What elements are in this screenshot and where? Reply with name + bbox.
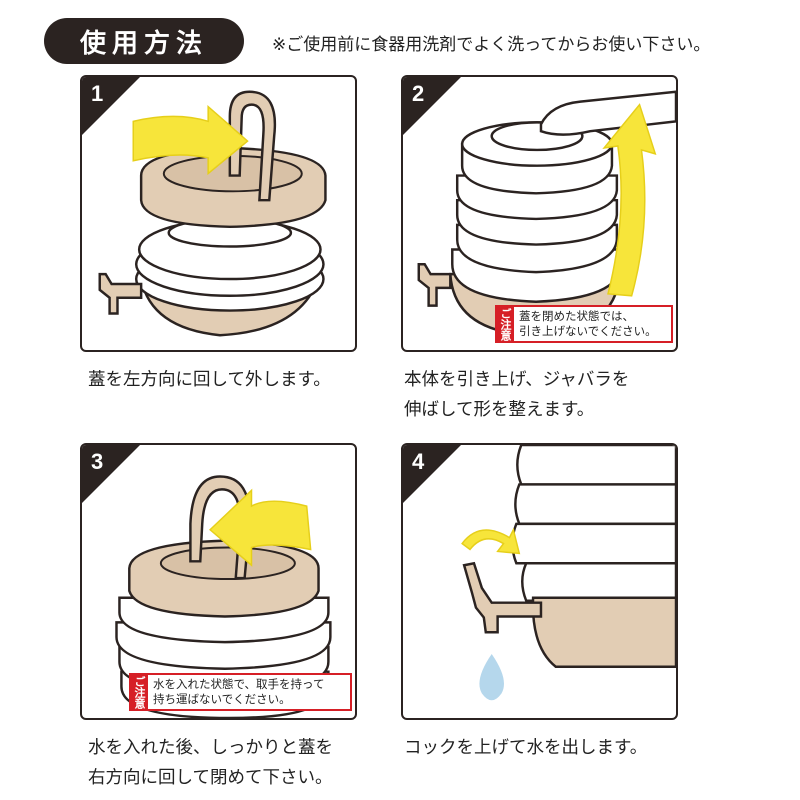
lift-arrow — [461, 527, 521, 555]
caution-tag: ご注意 — [131, 675, 148, 709]
pre-use-note: ※ご使用前に食器用洗剤でよく洗ってからお使い下さい。 — [272, 35, 711, 55]
step-corner — [82, 77, 142, 137]
rotate-left-arrow — [132, 104, 249, 176]
step-corner — [403, 445, 463, 505]
page-title: 使用方法 — [44, 18, 244, 64]
step-1-panel: 1 — [80, 75, 357, 352]
water-drop-icon — [479, 653, 504, 701]
step-1-illustration — [98, 90, 327, 337]
step-number: 3 — [91, 449, 104, 474]
step-number: 4 — [412, 449, 425, 474]
step-3-panel: 3 ご注意 水を入れた状態で、取手を持って 持ち運ばないでください。 — [80, 443, 357, 720]
caution-tag: ご注意 — [497, 307, 514, 341]
caution-text: 水を入れた状態で、取手を持って 持ち運ばないでください。 — [153, 677, 325, 706]
step-4-panel: 4 — [401, 443, 678, 720]
caution-text: 蓋を閉めた状態では、 引き上げないでください。 — [519, 309, 657, 338]
pull-up-arrow — [602, 103, 657, 297]
step-corner — [403, 77, 463, 137]
rotate-right-arrow — [209, 488, 312, 567]
step-2-caption: 本体を引き上げ、ジャバラを 伸ばして形を整えます。 — [404, 370, 630, 420]
step-2-illustration — [417, 90, 676, 337]
step-4-caption: コックを上げて水を出します。 — [404, 738, 648, 758]
step-3-caption: 水を入れた後、しっかりと蓋を 右方向に回して閉めて下さい。 — [88, 738, 333, 788]
caution-box: ご注意 蓋を閉めた状態では、 引き上げないでください。 — [495, 305, 673, 343]
step-2-panel: 2 ご注意 蓋を閉めた状態では、 引き上げないでください。 — [401, 75, 678, 352]
caution-box: ご注意 水を入れた状態で、取手を持って 持ち運ばないでください。 — [129, 673, 352, 711]
step-corner — [82, 445, 142, 505]
step-1-caption: 蓋を左方向に回して外します。 — [88, 370, 331, 390]
step-number: 2 — [412, 81, 425, 106]
step-4-illustration — [461, 445, 676, 701]
step-number: 1 — [91, 81, 104, 106]
